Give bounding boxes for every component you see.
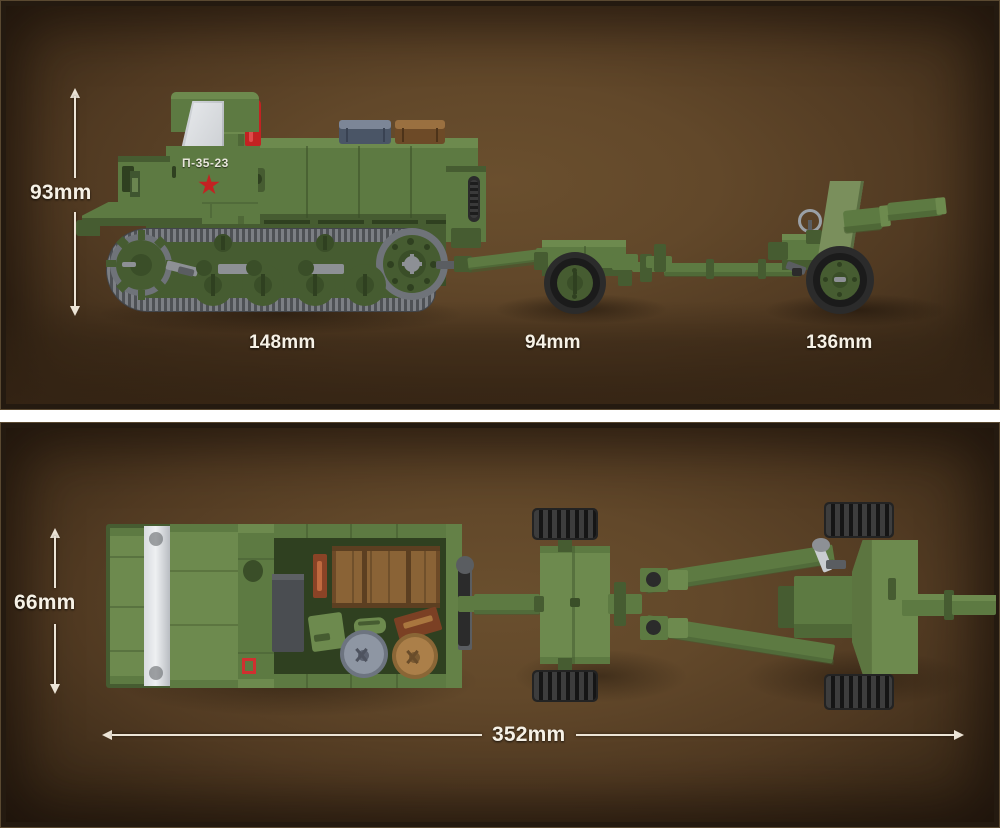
top-view-panel: 66mm bbox=[0, 422, 1000, 828]
side-view-panel: 93mm bbox=[0, 0, 1000, 410]
red-marker-brick bbox=[242, 658, 256, 674]
top-view-canvas: 66mm bbox=[6, 428, 996, 822]
width-dimension-label: 66mm bbox=[14, 591, 76, 614]
gun-length-label: 136mm bbox=[806, 332, 873, 353]
side-view-canvas: 93mm bbox=[6, 6, 994, 404]
total-length-label: 352mm bbox=[492, 723, 566, 746]
limber-length-label: 94mm bbox=[525, 332, 581, 353]
cargo-dark-panel bbox=[272, 574, 304, 652]
height-dimension-label: 93mm bbox=[30, 181, 92, 204]
vehicle-marking: П-35-23 bbox=[182, 156, 229, 170]
tractor-length-label: 148mm bbox=[249, 332, 316, 353]
